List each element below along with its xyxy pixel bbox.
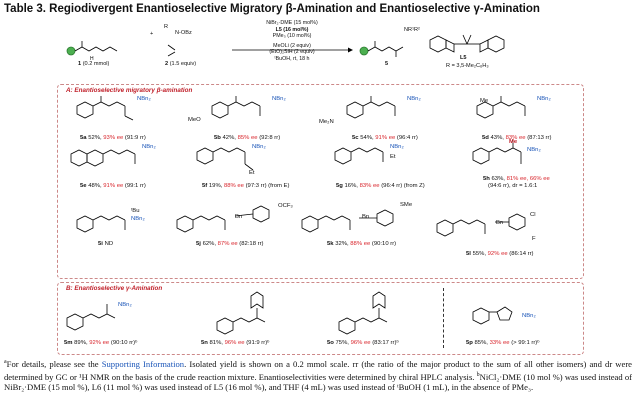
nbn2-label-5d: NBn₂	[537, 96, 551, 102]
nbn2-label-5e: NBn₂	[142, 144, 156, 150]
structure-5k	[301, 209, 394, 233]
substrate-1-structure	[66, 41, 118, 56]
structure-5n	[216, 291, 266, 335]
caption-5b: 5b 42%, 85% ee (92:8 rr)	[214, 135, 281, 141]
nbn2-label-5a: NBn₂	[137, 96, 151, 102]
me-label-5d: Me	[480, 98, 489, 104]
footnote-text-2: . Isolated yield is shown on a 0.2 mmol …	[4, 358, 632, 382]
structure-5p	[472, 306, 513, 325]
table-title: Table 3. Regiodivergent Enantioselective…	[4, 3, 540, 15]
section-a-heading: A: Enantioselective migratory β-aminatio…	[66, 87, 193, 94]
f-label: F	[532, 236, 536, 242]
sme-label: SMe	[400, 202, 413, 208]
footnote-a-mark: a	[4, 359, 7, 365]
me-label-5h: Me	[509, 139, 518, 145]
ligand-substituent: R = 3,5-Me₂C₆H₃	[446, 63, 489, 69]
bn-label-5l: Bn	[496, 220, 504, 226]
footnote-text-3: NiCl₂·DME (10 mol %) was used instead of…	[4, 371, 632, 393]
meo-label: MeO	[188, 117, 201, 123]
et-label-5g: Et	[390, 154, 396, 160]
structure-5l	[436, 213, 526, 237]
condition-line: L5 (16 mol%)	[275, 26, 309, 33]
ligand-label: L5	[460, 55, 467, 61]
structure-5b	[211, 96, 261, 119]
caption-5h: 5h 63%, 81% ee, 66% ee	[483, 176, 550, 182]
ligand-l5-structure	[429, 34, 505, 53]
table-footnote: aFor details, please see the Supporting …	[4, 357, 632, 393]
structure-5c	[346, 96, 396, 119]
condition-line: ᵗBuOH, rt, 18 h	[274, 55, 310, 62]
condition-line: (EtO)₂SiH (2 equiv)	[269, 49, 315, 56]
reagent-2-structure	[167, 44, 176, 57]
bn-label-5j: Bn	[235, 214, 243, 220]
caption-5o: 5o 75%, 96% ee (83:17 rr)ᵇ	[327, 340, 399, 346]
ocf3-label: OCF₃	[278, 203, 293, 209]
caption-5e: 5e 48%, 91% ee (99:1 rr)	[80, 183, 146, 189]
substrate-1-label: 1	[78, 61, 82, 67]
caption-5i: 5i ND	[98, 241, 114, 247]
section-b-divider	[443, 288, 444, 348]
condition-line: MeOLi (2 equiv)	[273, 42, 311, 49]
reaction-scheme: H	[66, 34, 505, 62]
caption-5d: 5d 43%, 83% ee (87:13 rr)	[482, 135, 552, 141]
caption-5g: 5g 16%, 83% ee (96:4 rr) (from Z)	[336, 183, 425, 189]
section-a-box	[57, 84, 584, 279]
structure-5m	[66, 304, 116, 331]
section-b-box	[57, 282, 584, 355]
bn-label-5k: Bn	[362, 214, 370, 220]
product-group-label: NR¹R²	[404, 27, 420, 33]
product-5-label: 5	[385, 61, 389, 67]
reaction-conditions: NiBr₂·DME (15 mol%) L5 (16 mol%) PMe₃ (1…	[232, 20, 352, 63]
r-group-label: R	[164, 24, 169, 30]
caption-5k: 5k 32%, 88% ee (90:10 rr)	[327, 241, 397, 247]
nbn2-label-5m: NBn₂	[118, 302, 132, 308]
et-label-5f: Et	[249, 170, 255, 176]
caption-5f: 5f 19%, 88% ee (97:3 rr) (from E)	[202, 183, 290, 189]
section-b-structures	[66, 291, 513, 335]
condition-line: PMe₃ (10 mol%)	[272, 33, 312, 40]
structure-5o	[338, 291, 388, 335]
structure-5e	[70, 149, 136, 167]
structure-5h	[472, 140, 522, 165]
section-a-structures	[70, 96, 526, 237]
caption-5j: 5j 62%, 87% ee (82:18 rr)	[196, 241, 264, 247]
nbn2-label-5h: NBn₂	[527, 147, 541, 153]
structure-5d	[476, 96, 526, 119]
structure-5a	[76, 96, 134, 121]
me2n-label: Me₂N	[319, 119, 334, 125]
footnote-text-1: For details, please see the	[6, 358, 102, 369]
plus-sign: +	[150, 31, 154, 37]
nbn2-label-5c: NBn₂	[407, 96, 421, 102]
structure-5f	[196, 147, 254, 171]
reagent-2-amount: (1.5 equiv)	[169, 61, 197, 67]
substrate-1-amount: (0.2 mmol)	[82, 61, 110, 67]
supporting-information-link[interactable]: Supporting Information	[101, 358, 185, 369]
structure-5j	[176, 205, 270, 233]
reagent-2-label: 2	[165, 61, 169, 67]
tbu-label: ᵗBu	[131, 208, 140, 214]
structure-5i	[76, 215, 126, 233]
caption-5l: 5l 55%, 92% ee (86:14 rr)	[466, 251, 534, 257]
caption-5c: 5c 54%, 91% ee (96:4 rr)	[352, 135, 418, 141]
nbn2-label-5p: NBn₂	[522, 313, 536, 319]
caption-5a: 5a 52%, 93% ee (91:9 rr)	[80, 135, 146, 141]
caption-5h-rr: (94:6 rr), dr = 1.6:1	[488, 183, 538, 189]
caption-5p: 5p 85%, 33% ee (> 99:1 rr)ᵇ	[466, 340, 540, 346]
footnote-b-mark: b	[476, 371, 480, 378]
structure-5g	[334, 147, 384, 165]
obz-group: N-OBz	[175, 30, 192, 36]
nbn2-label-5b: NBn₂	[272, 96, 286, 102]
svg-text:H: H	[90, 56, 94, 62]
caption-5n: 5n 81%, 96% ee (91:9 rr)ᵇ	[201, 340, 270, 346]
condition-line: NiBr₂·DME (15 mol%)	[266, 20, 318, 26]
caption-5m: 5m 89%, 92% ee (90:10 rr)ᵇ	[64, 340, 138, 346]
cl-label: Cl	[530, 212, 536, 218]
nbn2-label-5f: NBn₂	[252, 144, 266, 150]
section-b-heading: B: Enantioselective γ-Amination	[66, 285, 163, 292]
product-5-structure	[359, 41, 404, 57]
nbn2-label-5g: NBn₂	[390, 144, 404, 150]
nbn2-label-5i: NBn₂	[131, 216, 145, 222]
